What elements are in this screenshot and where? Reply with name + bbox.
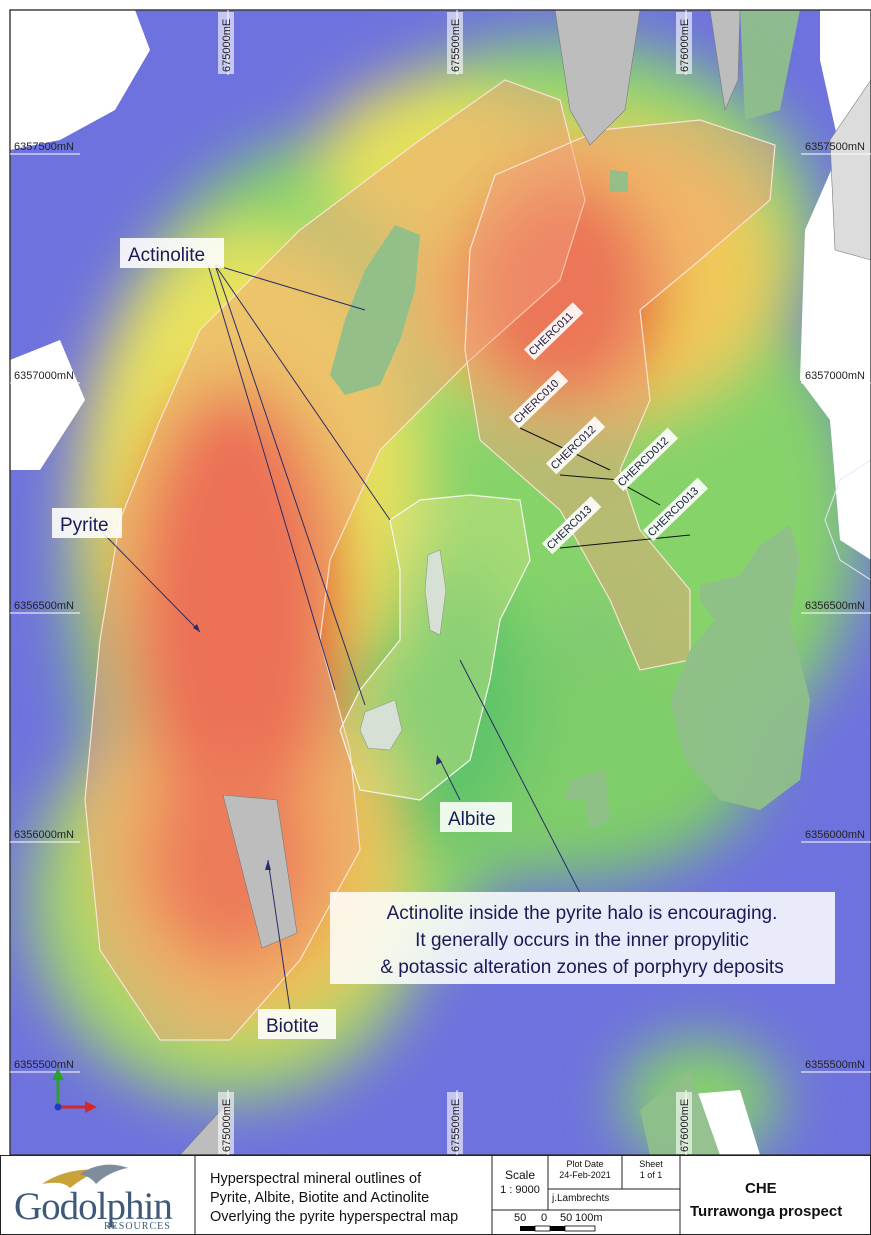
annotation-line-2: It generally occurs in the inner propyli… (415, 930, 749, 951)
northing-right-5: 6355500mN (805, 1059, 865, 1071)
description-line-3: Overlying the pyrite hyperspectral map (210, 1209, 459, 1225)
albite-body-south (359, 699, 403, 751)
plot-date: 24-Feb-2021 (559, 1170, 611, 1180)
scalebar-label-0: 0 (541, 1212, 548, 1224)
easting-bottom-1: 675000mE (221, 1099, 233, 1152)
scale-value: 1 : 9000 (500, 1184, 540, 1196)
leader-arrowheads (193, 624, 442, 870)
eastern-outline (824, 459, 871, 581)
northing-left-3: 6356500mN (14, 600, 74, 612)
logo-sub: RESOURCES (104, 1221, 171, 1232)
easting-bottom-2: 675500mE (450, 1099, 462, 1152)
northing-right-1: 6357500mN (805, 141, 865, 153)
godolphin-logo-icon (42, 1164, 128, 1188)
easting-top-2: 675500mE (450, 19, 462, 72)
map-description: Hyperspectral mineral outlines of Pyrite… (210, 1170, 458, 1227)
easting-bottom-3: 676000mE (679, 1099, 691, 1152)
northing-left-2: 6357000mN (14, 370, 74, 382)
plot-date-label: Plot Date (566, 1159, 604, 1169)
easting-top-3: 676000mE (679, 19, 691, 72)
project-name: Turrawonga prospect (690, 1203, 843, 1220)
heatmap-layer (10, 10, 871, 1155)
annotation-line-3: & potassic alteration zones of porphyry … (380, 957, 783, 978)
scalebar-label-50b: 50 (560, 1212, 573, 1224)
title-block (0, 1155, 871, 1235)
axis-arrows-icon (52, 1068, 97, 1113)
scale-label: Scale (504, 1168, 536, 1182)
northing-left-5: 6355500mN (14, 1059, 74, 1071)
northing-right-4: 6356000mN (805, 829, 865, 841)
project-code: CHE (745, 1180, 777, 1197)
northing-left-4: 6356000mN (14, 829, 74, 841)
northing-left-1: 6357500mN (14, 141, 74, 153)
scalebar-label-100: 100m (575, 1212, 603, 1224)
northing-right-2: 6357000mN (805, 370, 865, 382)
label-pyrite: Pyrite (60, 515, 109, 536)
biotite-polygons (179, 10, 871, 1155)
description-line-1: Hyperspectral mineral outlines of (210, 1171, 422, 1187)
label-biotite: Biotite (266, 1016, 319, 1037)
easting-top-1: 675000mE (221, 19, 233, 72)
author: j.Lambrechts (552, 1193, 610, 1204)
sheet-label: Sheet (639, 1159, 663, 1169)
label-albite: Albite (448, 809, 496, 830)
scalebar-label-50a: 50 (514, 1212, 527, 1224)
pyrite-halo-west (84, 79, 586, 1041)
leader-lines (99, 264, 581, 1011)
albite-body-north (424, 549, 447, 636)
pyrite-halo-east (464, 119, 776, 671)
label-actinolite: Actinolite (128, 245, 205, 266)
logo-name: Godolphin (14, 1185, 173, 1228)
sheet-value: 1 of 1 (639, 1170, 663, 1180)
northing-right-3: 6356500mN (805, 600, 865, 612)
annotation-line-1: Actinolite inside the pyrite halo is enc… (387, 903, 778, 924)
description-line-2: Pyrite, Albite, Biotite and Actinolite (210, 1190, 430, 1206)
